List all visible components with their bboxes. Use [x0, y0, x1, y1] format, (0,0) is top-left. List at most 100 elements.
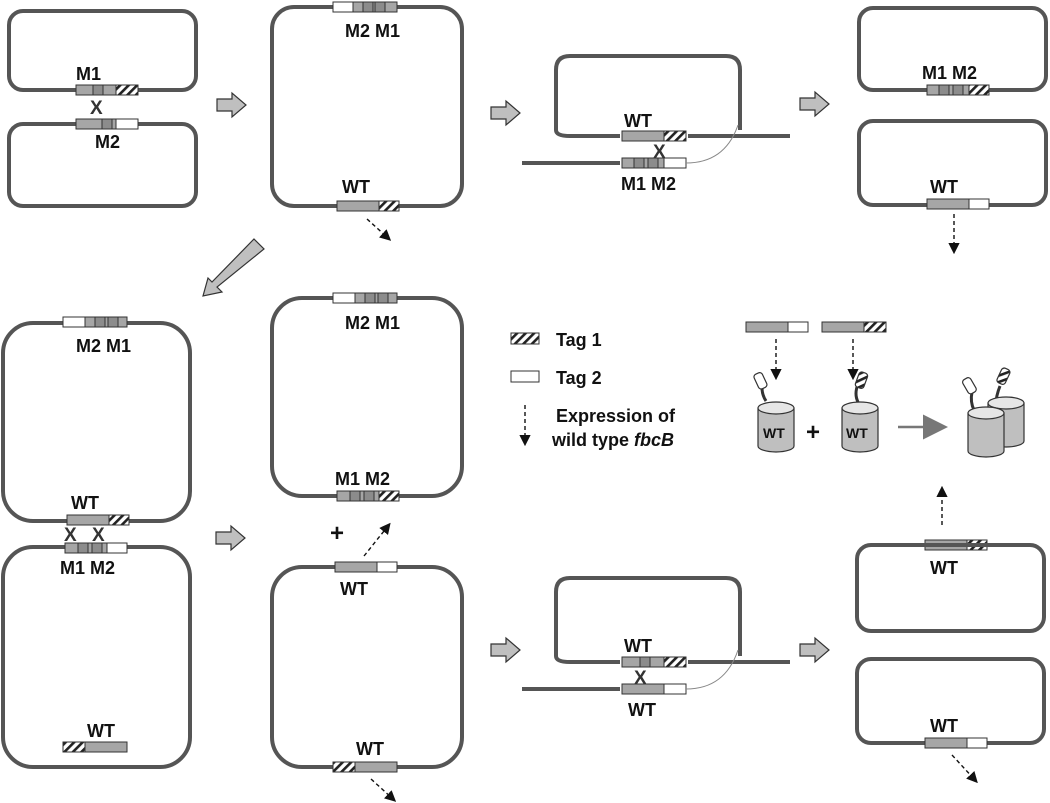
label-m2m1: M2 M1 — [345, 21, 400, 41]
gene-segment — [745, 321, 789, 333]
gene-segment — [336, 200, 380, 212]
protein-subunit-tag1: WT — [841, 371, 879, 453]
label-wt: WT — [930, 558, 958, 578]
tag2-white — [115, 118, 139, 130]
tag1-hatched — [663, 130, 687, 142]
tag2-white — [332, 1, 354, 13]
gene-segment — [621, 683, 665, 695]
crossover-x: X — [90, 98, 103, 119]
label-m1: M1 — [76, 64, 101, 84]
process-arrow — [490, 99, 521, 127]
gene-segment — [821, 321, 865, 333]
mutation-block — [349, 490, 361, 502]
legend-expression-prefix: wild type — [551, 430, 634, 450]
tag1-hatched — [863, 321, 887, 333]
legend-expression-line2: wild type fbcB — [551, 430, 674, 450]
tag1-hatched — [108, 514, 130, 526]
legend: Tag 1 Tag 2 Expression of wild type fbcB — [510, 330, 676, 450]
label-m2m1: M2 M1 — [345, 313, 400, 333]
gene-segment — [621, 130, 665, 142]
mutation-block — [91, 542, 103, 554]
mutation-block — [377, 292, 389, 304]
legend-tag2-label: Tag 2 — [556, 368, 602, 388]
legend-tag1-label: Tag 1 — [556, 330, 602, 350]
process-arrow — [799, 90, 830, 118]
tag1-hatched — [378, 200, 400, 212]
step4-resolved-top: M1 M2 WT — [857, 6, 1048, 255]
expression-arrow — [366, 218, 392, 241]
gene-segment — [84, 316, 128, 328]
label-wt: WT — [624, 636, 652, 656]
mutation-block — [362, 1, 374, 13]
mutation-block — [938, 84, 950, 96]
step1-plasmids: M1 X M2 — [7, 9, 198, 208]
gene-segment — [354, 292, 398, 304]
label-wt: WT — [71, 493, 99, 513]
mutation-block — [363, 490, 375, 502]
mutation-block — [633, 157, 645, 169]
connector-line — [685, 124, 739, 164]
expression-arrow — [951, 754, 978, 784]
tag2-white — [966, 737, 988, 749]
mutation-block — [92, 84, 104, 96]
tag1-hatched — [378, 490, 400, 502]
step3-loop-top: WT X M1 M2 — [522, 54, 790, 194]
gene-segment — [926, 198, 970, 210]
mutation-block — [647, 157, 659, 169]
tag2-white — [663, 683, 687, 695]
step8-resolved-bottom: WT WT — [855, 485, 1046, 784]
subunit-label-wt: WT — [846, 425, 868, 441]
label-wt: WT — [624, 111, 652, 131]
label-m1m2: M1 M2 — [621, 174, 676, 194]
legend-expression-gene: fbcB — [634, 430, 674, 450]
gene-segment — [354, 761, 398, 773]
step5-double-plasmid: M2 M1 WT X X M1 M2 WT — [1, 316, 192, 769]
label-wt: WT — [628, 700, 656, 720]
label-wt: WT — [930, 177, 958, 197]
mutation-block — [364, 292, 376, 304]
gene-segment — [334, 561, 378, 573]
plasmid-ring — [7, 9, 198, 92]
crossover-x: X — [92, 525, 105, 546]
label-wt: WT — [87, 721, 115, 741]
tag2-white — [376, 561, 398, 573]
gene-segment — [924, 737, 968, 749]
mutation-block — [107, 316, 119, 328]
mutation-block — [101, 118, 113, 130]
crossover-x: X — [64, 525, 77, 546]
plus-sign: + — [330, 520, 344, 547]
process-arrow — [215, 524, 246, 552]
tag1-hatched — [663, 656, 687, 668]
process-arrow — [216, 91, 247, 119]
legend-expression-line1: Expression of — [556, 406, 676, 426]
subunit-label-wt: WT — [763, 425, 785, 441]
step6-split-plasmids: M2 M1 M1 M2 + WT WT — [270, 292, 464, 802]
step2-cointegrate: M2 M1 WT — [270, 1, 464, 241]
legend-tag1-swatch — [510, 332, 540, 345]
legend-tag2-swatch — [510, 370, 540, 383]
plasmid-loop — [554, 54, 742, 130]
tag2-white — [787, 321, 809, 333]
label-wt: WT — [342, 177, 370, 197]
label-m1m2: M1 M2 — [335, 469, 390, 489]
tag2-white — [968, 198, 990, 210]
tag1-hatched — [332, 761, 356, 773]
label-m2m1: M2 M1 — [76, 336, 131, 356]
plasmid-loop — [554, 129, 620, 138]
tag1-hatched — [115, 84, 139, 96]
tag1-hatched — [62, 741, 86, 753]
tag1-hatched — [968, 84, 990, 96]
plasmid-ring — [855, 543, 1046, 633]
process-arrow-diagonal — [202, 238, 265, 297]
label-wt: WT — [930, 716, 958, 736]
tag2-white — [62, 316, 86, 328]
gene-segment — [84, 741, 128, 753]
mutation-block — [952, 84, 964, 96]
step7-loop-bottom: WT X WT — [522, 576, 790, 720]
protein-assembly: WT + WT — [745, 321, 1025, 458]
expression-arrow — [370, 778, 397, 802]
process-arrow — [799, 636, 830, 664]
protein-dimer — [962, 367, 1025, 458]
tag2-white — [332, 292, 356, 304]
